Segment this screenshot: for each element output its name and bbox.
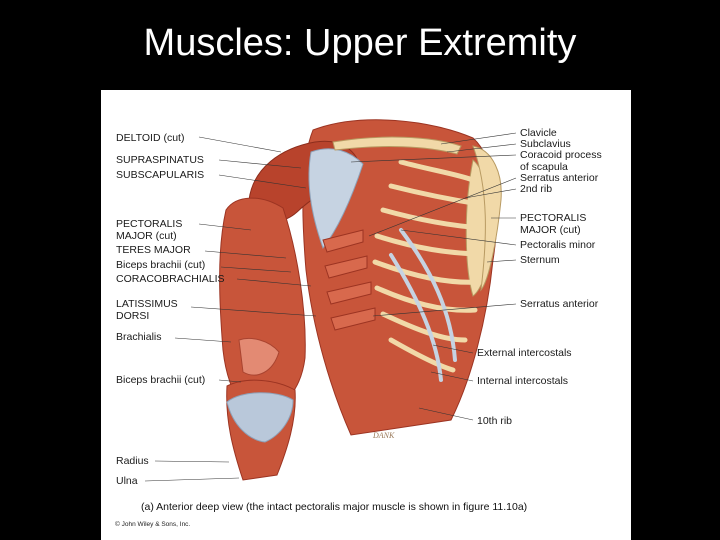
label-pectoralis-major-left-2: MAJOR (cut): [116, 230, 177, 242]
figure-caption: (a) Anterior deep view (the intact pecto…: [141, 501, 528, 513]
label-2nd-rib: 2nd rib: [520, 183, 553, 195]
biceps-cut-shape: [238, 338, 280, 376]
rib-cage: [372, 159, 488, 373]
label-serratus-anterior-upper: Serratus anterior: [520, 172, 599, 184]
label-pectoralis-major-right-2: MAJOR (cut): [520, 224, 581, 236]
label-coracoid-process-1: Coracoid process: [520, 149, 602, 161]
label-biceps-brachii-lower: Biceps brachii (cut): [116, 374, 206, 386]
artist-signature: DANK: [373, 431, 395, 440]
label-pectoralis-major-left-1: PECTORALIS: [116, 218, 183, 230]
costal-cartilage: [389, 228, 457, 382]
clavicle-bone: [332, 136, 462, 155]
scapula-tendon-shape: [308, 148, 364, 250]
leader-lines-left: [144, 136, 317, 482]
label-coracoid-process-2: of scapula: [520, 161, 568, 173]
label-clavicle: Clavicle: [520, 127, 557, 139]
label-pectoralis-major-right-1: PECTORALIS: [520, 212, 587, 224]
label-supraspinatus: SUPRASPINATUS: [116, 154, 204, 166]
label-biceps-brachii-upper: Biceps brachii (cut): [116, 259, 206, 271]
label-ulna: Ulna: [116, 475, 138, 487]
label-pectoralis-minor: Pectoralis minor: [520, 239, 596, 251]
label-subclavius: Subclavius: [520, 138, 571, 150]
label-teres-major: TERES MAJOR: [116, 244, 191, 256]
serratus-anterior-muscle: [322, 229, 376, 331]
label-latissimus-1: LATISSIMUS: [116, 298, 178, 310]
slide-title: Muscles: Upper Extremity: [143, 22, 577, 64]
label-10th-rib: 10th rib: [477, 415, 513, 427]
label-subscapularis: SUBSCAPULARIS: [116, 169, 205, 181]
label-latissimus-2: DORSI: [116, 310, 150, 322]
label-brachialis: Brachialis: [116, 331, 162, 343]
leader-lines-right: [350, 132, 517, 421]
label-external-intercostals: External intercostals: [477, 347, 572, 359]
anatomy-illustration: [144, 119, 517, 482]
label-internal-intercostals: Internal intercostals: [477, 375, 569, 387]
anatomy-figure: DELTOID (cut) SUPRASPINATUS SUBSCAPULARI…: [101, 90, 631, 540]
copyright-credit: © John Wiley & Sons, Inc.: [115, 521, 191, 528]
right-shoulder-bone: [472, 145, 502, 292]
label-sternum: Sternum: [520, 254, 560, 266]
label-deltoid: DELTOID (cut): [116, 132, 185, 144]
label-radius: Radius: [116, 455, 149, 467]
label-coracobrachialis: CORACOBRACHIALIS: [116, 273, 225, 285]
elbow-tendon-shape: [226, 392, 294, 443]
label-serratus-anterior-lower: Serratus anterior: [520, 298, 599, 310]
upper-arm-shape: [219, 197, 306, 413]
